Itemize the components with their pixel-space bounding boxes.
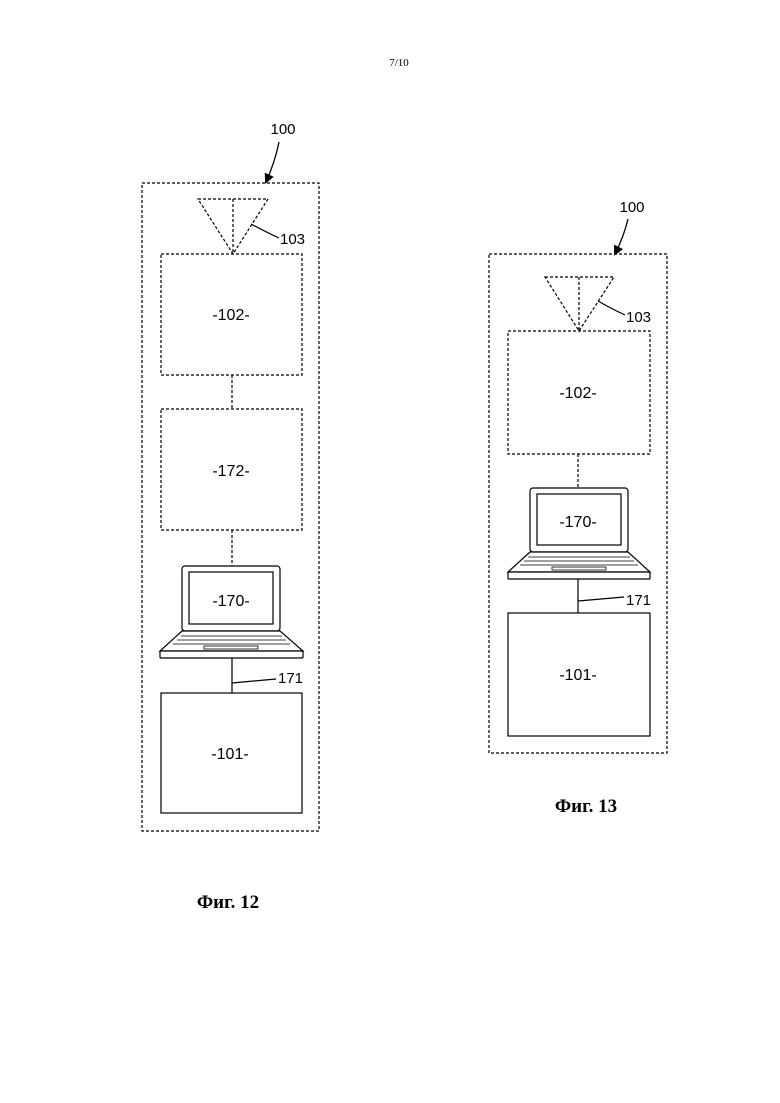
unit-box-101-label: -101- <box>559 667 596 684</box>
laptop-label: -170- <box>212 593 249 610</box>
system-ref-arrow <box>266 142 279 182</box>
cable-ref-label: 171 <box>278 670 303 687</box>
laptop-icon <box>160 566 303 658</box>
unit-box-102-label: -102- <box>559 385 596 402</box>
figure-13-caption: Фиг. 13 <box>555 796 617 817</box>
sensor-ref-leader <box>598 301 625 315</box>
unit-box-102-label: -102- <box>212 307 249 324</box>
cable-ref-leader <box>232 679 276 683</box>
page-number: 7/10 <box>389 57 409 69</box>
cable-ref-label: 171 <box>626 592 651 609</box>
sensor-triangle <box>198 199 268 254</box>
cable-ref-leader <box>578 597 624 601</box>
system-ref-arrow <box>615 219 628 254</box>
unit-box-172-label: -172- <box>212 463 249 480</box>
figure-12-caption: Фиг. 12 <box>197 892 259 913</box>
system-ref-label: 100 <box>270 121 295 138</box>
sensor-ref-label: 103 <box>280 231 305 248</box>
system-ref-label: 100 <box>619 199 644 216</box>
figure-13: 100 103 -102- -170- 171 <box>489 199 667 817</box>
unit-box-101-label: -101- <box>211 746 248 763</box>
sensor-ref-leader <box>251 224 279 238</box>
system-boundary <box>142 183 319 831</box>
sensor-ref-label: 103 <box>626 309 651 326</box>
figure-12: 100 103 -102- -172- -170- <box>142 121 319 913</box>
laptop-icon <box>508 488 650 579</box>
laptop-label: -170- <box>559 514 596 531</box>
